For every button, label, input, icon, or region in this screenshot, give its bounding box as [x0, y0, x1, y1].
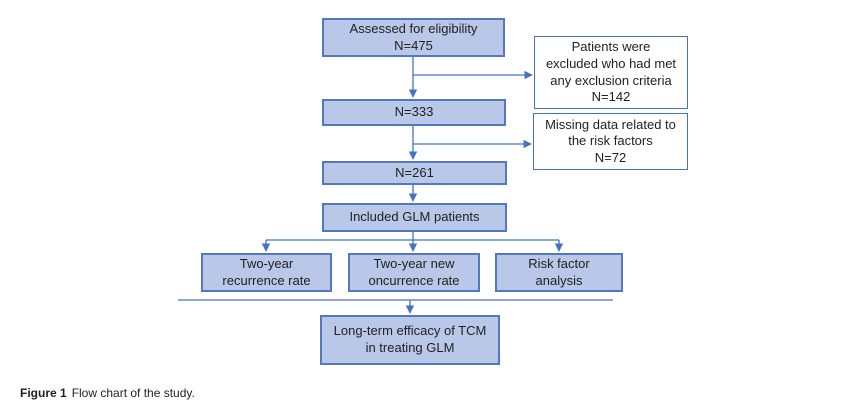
node-risk-factor-analysis: Risk factor analysis — [495, 253, 623, 292]
node-missing-data: Missing data related to the risk factors… — [533, 113, 688, 170]
node-two-year-recurrence-rate: Two-year recurrence rate — [201, 253, 332, 292]
figure-caption-label: Figure 1 — [20, 386, 67, 400]
node-n333: N=333 — [322, 99, 506, 126]
node-assessed-eligibility: Assessed for eligibility N=475 — [322, 18, 505, 57]
node-excluded-criteria: Patients were excluded who had met any e… — [534, 36, 688, 109]
node-n261: N=261 — [322, 161, 507, 185]
node-two-year-new-oncurrence-rate: Two-year new oncurrence rate — [348, 253, 480, 292]
node-included-glm-patients: Included GLM patients — [322, 203, 507, 232]
figure-caption: Figure 1 Flow chart of the study. — [20, 386, 195, 400]
node-longterm-efficacy: Long-term efficacy of TCM in treating GL… — [320, 315, 500, 365]
figure-caption-text: Flow chart of the study. — [71, 386, 195, 400]
